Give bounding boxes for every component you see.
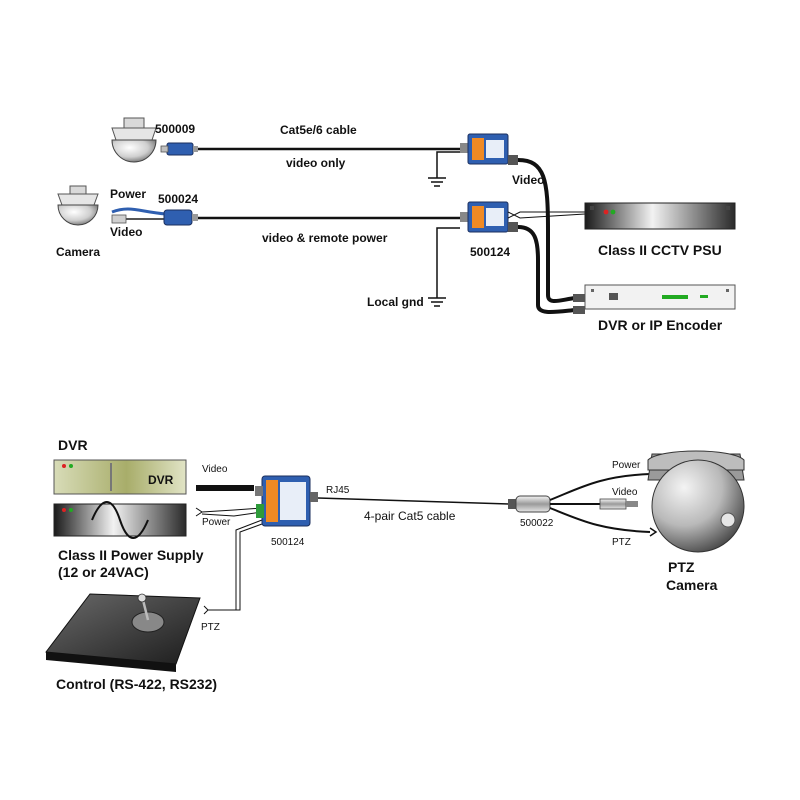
ptz-wire bbox=[203, 519, 263, 615]
ground-symbol-local bbox=[428, 227, 460, 307]
video-wire bbox=[196, 485, 254, 491]
bnc-connector bbox=[573, 294, 585, 302]
dvr-encoder-unit bbox=[584, 284, 736, 310]
dvr-faceplate-label: DVR bbox=[148, 473, 174, 487]
ptz-camera-label-2: Camera bbox=[666, 577, 718, 593]
ground-symbol-top bbox=[428, 151, 460, 187]
dvr-title-label: DVR bbox=[58, 437, 88, 453]
dvr-encoder-label: DVR or IP Encoder bbox=[598, 317, 723, 333]
local-gnd-label: Local gnd bbox=[367, 295, 424, 309]
ptz-control-keyboard bbox=[45, 593, 201, 672]
video-in-label: Video bbox=[110, 225, 142, 239]
ptz-pin-icon bbox=[649, 527, 658, 537]
video-remote-power-label: video & remote power bbox=[262, 231, 388, 245]
cam-power-label: Power bbox=[612, 460, 641, 471]
transceiver-part-label: 500124 bbox=[271, 537, 305, 548]
bnc-plug bbox=[599, 498, 638, 510]
top-diagram: 500009 Cat5e/6 cable video only Camera P… bbox=[56, 117, 736, 333]
video-out-label: Video bbox=[512, 173, 544, 187]
dome-camera-500024 bbox=[57, 185, 99, 226]
bnc-connector bbox=[573, 306, 585, 314]
rj45-label: RJ45 bbox=[326, 485, 350, 496]
hub-balun-top bbox=[460, 133, 518, 165]
psu-label-line2: (12 or 24VAC) bbox=[58, 564, 149, 580]
hub-part-label: 500124 bbox=[470, 245, 510, 259]
control-label: Control (RS-422, RS232) bbox=[56, 676, 217, 692]
video-cable-2 bbox=[517, 225, 576, 314]
receiver-part-label: 500022 bbox=[520, 518, 554, 529]
transceiver-500124 bbox=[255, 475, 318, 527]
cat5-cable-label: 4-pair Cat5 cable bbox=[364, 509, 456, 523]
camera-wires bbox=[549, 473, 651, 533]
cam-video-label: Video bbox=[612, 487, 638, 498]
power-supply-unit bbox=[53, 501, 187, 539]
camera1-part-label: 500009 bbox=[155, 122, 195, 136]
video-wire-label: Video bbox=[202, 464, 228, 475]
dome-camera-500009 bbox=[111, 117, 157, 163]
power-wire-to-psu bbox=[507, 211, 586, 219]
cat5-cable-bottom bbox=[317, 497, 511, 505]
cctv-psu-unit bbox=[584, 202, 736, 230]
ptz-camera-label-1: PTZ bbox=[668, 559, 695, 575]
bottom-diagram: DVR DVR Class II Power Supply (12 or 24V… bbox=[45, 437, 745, 692]
power-label: Power bbox=[110, 187, 146, 201]
cable-label: Cat5e/6 cable bbox=[280, 123, 357, 137]
receiver-500022 bbox=[508, 495, 551, 513]
psu-label: Class II CCTV PSU bbox=[598, 242, 722, 258]
psu-label-line1: Class II Power Supply bbox=[58, 547, 204, 563]
dvr-unit: DVR bbox=[53, 459, 187, 495]
balun-500009 bbox=[160, 142, 198, 156]
ptz-camera bbox=[647, 450, 745, 553]
camera2-part-label: 500024 bbox=[158, 192, 198, 206]
power-wire-label: Power bbox=[202, 517, 231, 528]
video-only-label: video only bbox=[286, 156, 346, 170]
power-wire bbox=[195, 507, 263, 517]
hub-balun-500124 bbox=[460, 201, 518, 233]
video-cable-1 bbox=[517, 158, 576, 303]
cam-ptz-label: PTZ bbox=[612, 537, 631, 548]
ptz-wire-label: PTZ bbox=[201, 622, 220, 633]
balun-500024 bbox=[111, 207, 198, 226]
camera-label: Camera bbox=[56, 245, 100, 259]
